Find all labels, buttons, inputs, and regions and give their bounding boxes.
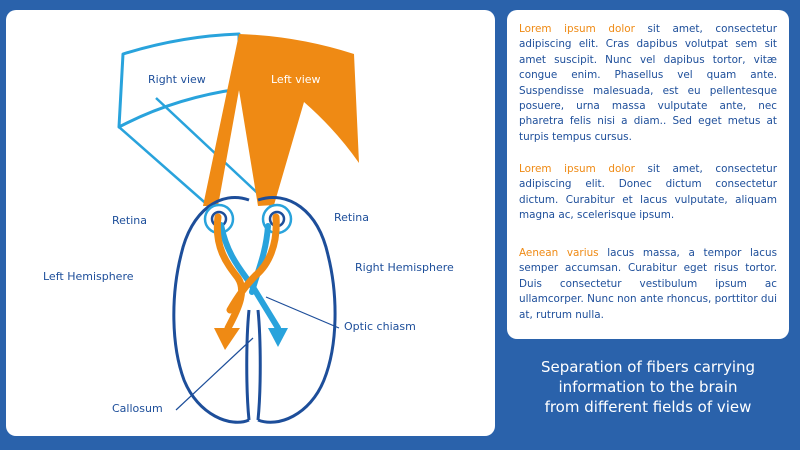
callosum-line: [245, 309, 262, 421]
blue-fiber-pathway: [218, 222, 281, 331]
paragraph-3-body: lacus massa, a tempor lacus semper accum…: [519, 247, 777, 321]
optic-chiasm-leader: [265, 296, 340, 329]
left-hemisphere-label: Left Hemisphere: [43, 270, 134, 283]
paragraph-3-lead: Aenean varius: [519, 247, 599, 259]
text-panel: Lorem ipsum dolor sit amet, consectetur …: [507, 10, 789, 339]
right-hemisphere-label: Right Hemisphere: [355, 261, 454, 274]
paragraph-3: Aenean varius lacus massa, a tempor lacu…: [519, 246, 777, 323]
orange-fiber-pathway: [213, 213, 280, 332]
right-view-label: Right view: [148, 73, 206, 86]
left-view-field: [203, 34, 359, 206]
caption-line-2: information to the brain: [558, 378, 738, 396]
paragraph-2-lead: Lorem ipsum dolor: [519, 163, 635, 175]
left-hemisphere-outline: [172, 195, 250, 424]
paragraph-2-body: sit amet, consectetur adipiscing elit. D…: [519, 163, 777, 222]
caption-line-3: from different fields of view: [544, 398, 752, 416]
callosum-leader: [175, 337, 254, 411]
left-view-label: Left view: [271, 73, 321, 86]
diagram-panel: Right view Left view Retina Retina Left …: [6, 10, 495, 436]
caption: Separation of fibers carrying informatio…: [507, 357, 789, 417]
callosum-label: Callosum: [112, 402, 163, 415]
optic-pathway-diagram: Right view Left view Retina Retina Left …: [43, 32, 454, 424]
paragraph-1: Lorem ipsum dolor sit amet, consectetur …: [519, 22, 777, 145]
blue-fiber-arrow: [268, 328, 288, 347]
orange-fiber-arrow: [214, 328, 240, 350]
right-hemisphere-outline: [257, 195, 337, 424]
paragraph-1-lead: Lorem ipsum dolor: [519, 23, 635, 35]
paragraph-2: Lorem ipsum dolor sit amet, consectetur …: [519, 162, 777, 224]
caption-line-1: Separation of fibers carrying: [540, 358, 756, 376]
retina-right-label: Retina: [334, 211, 369, 224]
paragraph-1-body: sit amet, consectetur adipiscing elit. C…: [519, 23, 777, 143]
optic-chiasm-label: Optic chiasm: [344, 320, 416, 333]
retina-left-label: Retina: [112, 214, 147, 227]
